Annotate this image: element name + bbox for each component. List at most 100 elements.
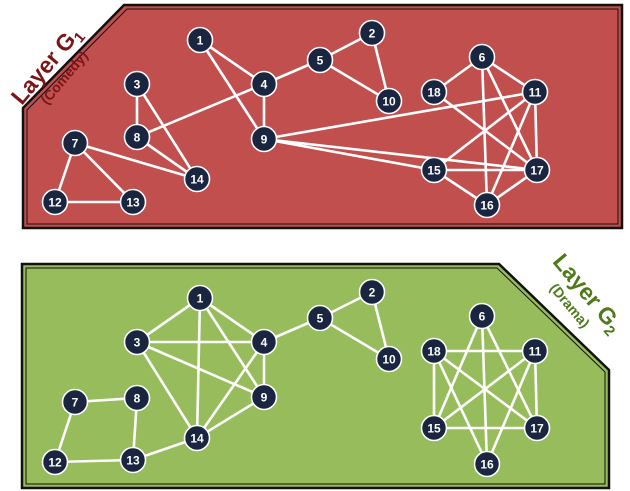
g1-node-circle-16 <box>473 191 501 219</box>
g2-node-circle-18 <box>420 337 448 365</box>
g1-node-label-10: 10 <box>382 95 396 109</box>
g2-node-circle-6 <box>468 302 496 330</box>
g1-node-circle-8 <box>123 123 151 151</box>
g2-edge-5-10 <box>318 316 391 361</box>
g2-node-15: 15 <box>420 414 448 442</box>
g1-edge-7-14 <box>73 141 199 181</box>
g1-node-circle-2 <box>358 19 386 47</box>
g2-node-circle-14 <box>183 424 211 452</box>
g2-node-13: 13 <box>119 446 147 474</box>
g2-node-label-2: 2 <box>369 286 376 300</box>
layer-g2-inner-border <box>25 267 606 485</box>
g1-node-label-9: 9 <box>261 133 268 147</box>
g2-edge-11-16 <box>485 349 537 466</box>
g1-edge-5-10 <box>318 58 391 103</box>
g1-node-5: 5 <box>306 46 334 74</box>
g1-node-circle-18 <box>420 78 448 106</box>
g2-node-circle-9 <box>250 383 278 411</box>
g1-node-circle-3 <box>123 70 151 98</box>
g1-node-13: 13 <box>119 188 147 216</box>
g1-node-label-6: 6 <box>479 51 486 65</box>
g1-node-label-1: 1 <box>197 34 204 48</box>
g1-node-8: 8 <box>123 123 151 151</box>
g2-node-10: 10 <box>375 345 403 373</box>
g2-node-18: 18 <box>420 337 448 365</box>
g1-node-12: 12 <box>41 188 69 216</box>
g2-node-circle-13 <box>119 446 147 474</box>
g1-node-10: 10 <box>375 87 403 115</box>
g2-edge-3-14 <box>135 340 199 440</box>
g1-node-4: 4 <box>250 70 278 98</box>
g1-node-circle-5 <box>306 46 334 74</box>
g2-node-6: 6 <box>468 302 496 330</box>
g1-edge-11-15 <box>432 90 537 172</box>
g1-edge-6-17 <box>480 55 539 172</box>
g2-node-circle-8 <box>123 384 151 412</box>
g1-node-label-2: 2 <box>369 27 376 41</box>
g2-node-label-5: 5 <box>317 312 324 326</box>
g1-node-circle-13 <box>119 188 147 216</box>
g2-node-8: 8 <box>123 384 151 412</box>
g1-node-label-18: 18 <box>427 86 441 100</box>
g1-node-15: 15 <box>420 156 448 184</box>
g2-node-circle-5 <box>306 304 334 332</box>
g1-edge-8-4 <box>135 82 266 139</box>
g1-node-16: 16 <box>473 191 501 219</box>
g2-edge-4-14 <box>195 340 266 440</box>
g1-node-11: 11 <box>521 78 549 106</box>
g1-node-label-13: 13 <box>126 196 140 210</box>
g2-node-1: 1 <box>186 284 214 312</box>
g1-node-circle-12 <box>41 188 69 216</box>
g1-node-17: 17 <box>523 156 551 184</box>
g1-node-circle-17 <box>523 156 551 184</box>
g1-node-circle-15 <box>420 156 448 184</box>
g2-node-circle-15 <box>420 414 448 442</box>
g1-edge-11-16 <box>485 90 537 207</box>
g2-node-label-18: 18 <box>427 345 441 359</box>
g2-node-label-13: 13 <box>126 454 140 468</box>
g2-edge-6-15 <box>432 314 484 430</box>
g2-edge-3-9 <box>135 340 266 399</box>
g1-edge-1-9 <box>198 38 266 141</box>
g1-edge-9-11 <box>262 90 537 141</box>
g2-node-circle-17 <box>523 414 551 442</box>
g2-node-circle-3 <box>123 328 151 356</box>
g1-node-6: 6 <box>468 43 496 71</box>
g2-node-label-4: 4 <box>261 336 268 350</box>
g2-node-7: 7 <box>61 388 89 416</box>
g2-node-circle-7 <box>61 388 89 416</box>
g2-node-label-12: 12 <box>48 456 62 470</box>
g2-node-label-7: 7 <box>72 396 79 410</box>
g1-node-3: 3 <box>123 70 151 98</box>
g2-node-17: 17 <box>523 414 551 442</box>
g2-node-label-3: 3 <box>134 336 141 350</box>
g1-node-label-16: 16 <box>480 199 494 213</box>
g1-node-circle-11 <box>521 78 549 106</box>
g1-node-circle-9 <box>250 125 278 153</box>
g2-node-12: 12 <box>41 448 69 476</box>
g1-node-label-7: 7 <box>72 137 79 151</box>
g1-node-label-15: 15 <box>427 164 441 178</box>
g2-node-4: 4 <box>250 328 278 356</box>
g1-node-18: 18 <box>420 78 448 106</box>
g1-node-circle-14 <box>183 165 211 193</box>
g2-node-label-14: 14 <box>190 432 204 446</box>
g2-node-2: 2 <box>358 278 386 306</box>
g2-node-label-6: 6 <box>479 310 486 324</box>
g2-node-label-16: 16 <box>480 458 494 472</box>
g1-node-1: 1 <box>186 26 214 54</box>
g1-node-label-8: 8 <box>134 131 141 145</box>
g1-edge-9-17 <box>262 137 539 172</box>
g1-node-7: 7 <box>61 129 89 157</box>
g1-node-circle-7 <box>61 129 89 157</box>
g1-node-circle-6 <box>468 43 496 71</box>
g1-node-label-14: 14 <box>190 173 204 187</box>
g1-node-label-17: 17 <box>530 164 544 178</box>
g2-node-label-8: 8 <box>134 392 141 406</box>
g2-node-11: 11 <box>521 337 549 365</box>
